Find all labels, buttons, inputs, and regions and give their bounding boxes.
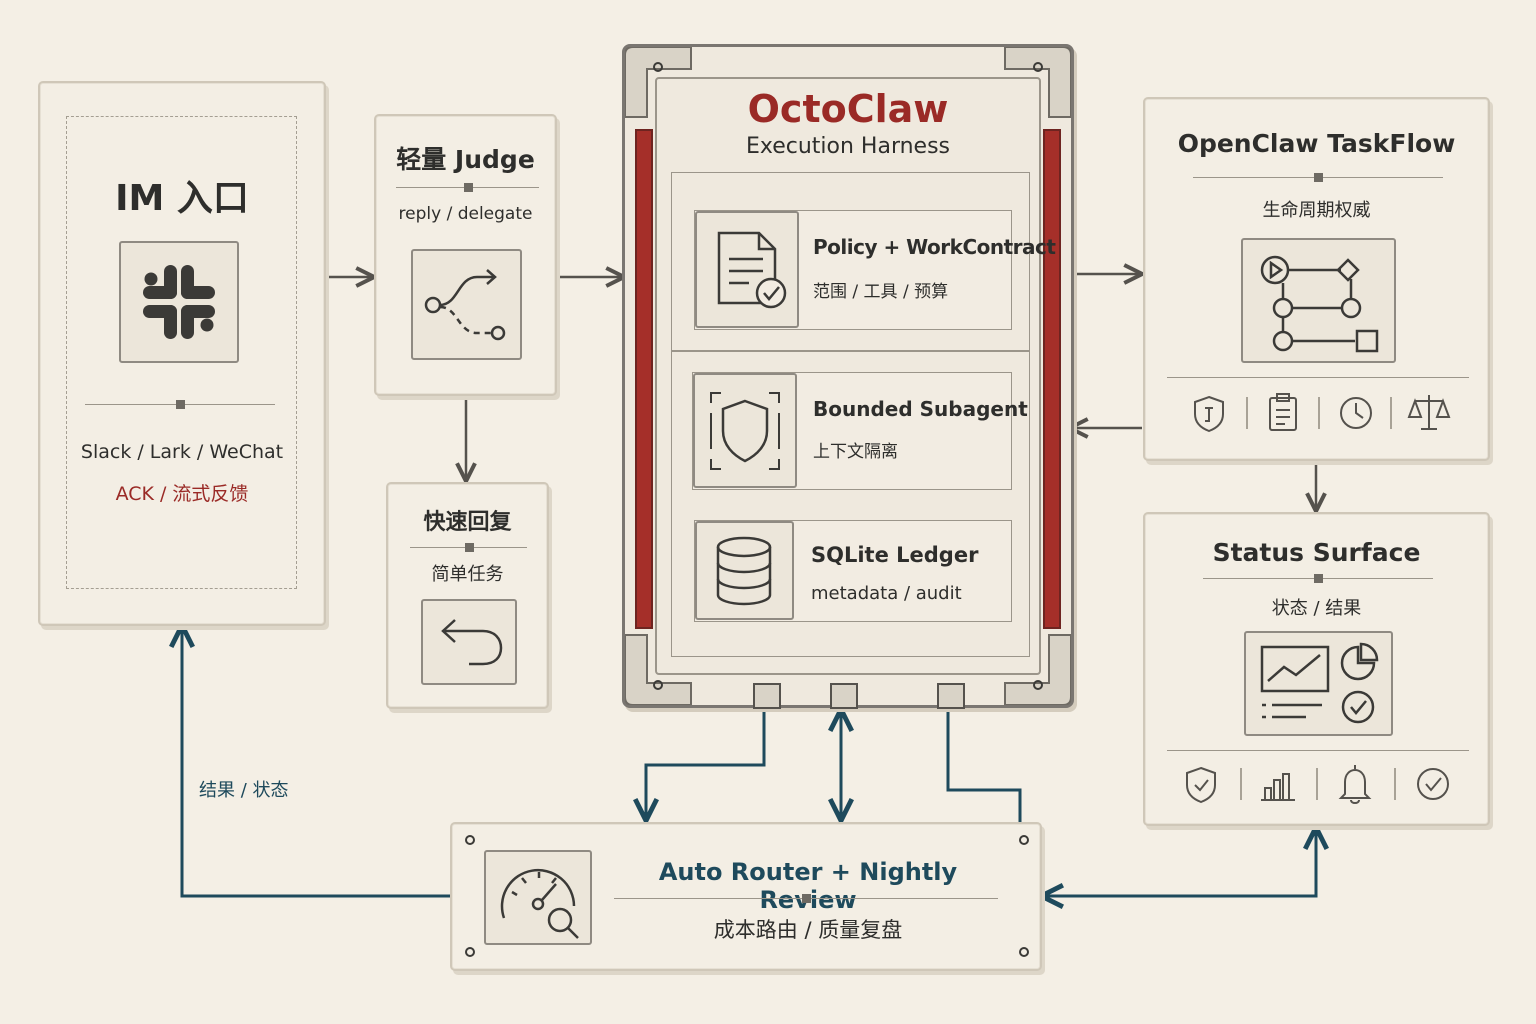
- router-title: Auto Router + Nightly Review: [658, 858, 958, 914]
- judge-panel[interactable]: 轻量 Judge reply / delegate: [374, 114, 557, 396]
- arrow-router-to-im: [182, 628, 450, 898]
- judge-subtitle: reply / delegate: [398, 204, 533, 224]
- im-entry-panel[interactable]: IM 入口 Slack / Lark / WeChat ACK / 流式反馈: [38, 81, 326, 626]
- taskflow-divider: [1193, 173, 1443, 182]
- quick-reply-title: 快速回复: [423, 510, 512, 535]
- module-divider-1: [672, 350, 1029, 352]
- module-policy-subtitle: 范围 / 工具 / 预算: [813, 282, 949, 302]
- harness-inner-frame: [655, 77, 1041, 675]
- shield-icon: [693, 373, 797, 488]
- im-entry-channels: Slack / Lark / WeChat: [80, 441, 284, 463]
- module-ledger-title: SQLite Ledger: [811, 543, 979, 567]
- router-subtitle: 成本路由 / 质量复盘: [713, 918, 903, 942]
- taskflow-panel[interactable]: OpenClaw TaskFlow 生命周期权威: [1143, 97, 1490, 461]
- connector-harness-to-router-right: [946, 706, 1022, 822]
- module-sqlite-ledger[interactable]: SQLite Ledger metadata / audit: [694, 520, 1012, 622]
- harness-right-rail: [1043, 129, 1061, 629]
- router-corner-dots: [465, 835, 1029, 957]
- im-entry-ack: ACK / 流式反馈: [115, 483, 249, 505]
- taskflow-footer-icons: [1194, 393, 1451, 433]
- database-icon: [695, 521, 794, 620]
- return-edge-label: 结果 / 状态: [199, 780, 289, 801]
- harness-port-center[interactable]: [830, 683, 858, 709]
- harness-left-rail: [635, 129, 653, 629]
- harness-port-right[interactable]: [937, 683, 965, 709]
- harness-frame[interactable]: OctoClaw Execution Harness Policy + Work…: [622, 44, 1074, 709]
- module-ledger-subtitle: metadata / audit: [811, 583, 962, 604]
- module-policy-title: Policy + WorkContract: [813, 235, 1056, 259]
- judge-divider: [396, 183, 539, 192]
- status-title: Status Surface: [1212, 538, 1421, 567]
- router-divider: [614, 894, 998, 903]
- status-divider: [1203, 574, 1433, 583]
- branch-icon: [411, 249, 522, 360]
- arrow-router-status-bidirectional: [1044, 830, 1316, 896]
- harness-port-left[interactable]: [753, 683, 781, 709]
- quick-reply-panel[interactable]: 快速回复 简单任务: [386, 482, 549, 709]
- im-entry-divider: [85, 400, 275, 409]
- im-entry-title: IM 入口: [115, 178, 249, 219]
- module-policy-workcontract[interactable]: Policy + WorkContract 范围 / 工具 / 预算: [694, 210, 1056, 330]
- taskflow-title: OpenClaw TaskFlow: [1177, 129, 1456, 158]
- slack-logo-icon: [119, 241, 239, 363]
- module-subagent-title: Bounded Subagent: [813, 397, 1028, 421]
- gauge-search-icon: [484, 850, 592, 945]
- quick-reply-divider: [410, 543, 527, 552]
- quick-reply-subtitle: 简单任务: [431, 564, 504, 585]
- status-subtitle: 状态 / 结果: [1271, 598, 1362, 619]
- status-footer-divider: [1167, 750, 1469, 751]
- harness-module-stack: Policy + WorkContract 范围 / 工具 / 预算 Bound…: [671, 172, 1056, 657]
- module-subagent-subtitle: 上下文隔离: [813, 442, 898, 462]
- dashboard-icon: [1244, 631, 1393, 736]
- harness-corner-brackets: [625, 47, 1071, 705]
- status-surface-panel[interactable]: Status Surface 状态 / 结果: [1143, 512, 1490, 826]
- auto-router-panel[interactable]: Auto Router + Nightly Review 成本路由 / 质量复盘: [450, 822, 1042, 971]
- taskflow-subtitle: 生命周期权威: [1262, 200, 1371, 221]
- judge-title: 轻量 Judge: [396, 145, 535, 174]
- module-bounded-subagent[interactable]: Bounded Subagent 上下文隔离: [692, 372, 1028, 490]
- return-arrow-icon: [421, 599, 517, 685]
- arrow-harness-to-router: [646, 706, 766, 818]
- document-check-icon: [695, 211, 799, 328]
- taskflow-footer-divider: [1167, 377, 1469, 378]
- harness-subtitle: Execution Harness: [745, 134, 951, 159]
- flow-graph-icon: [1241, 238, 1396, 363]
- im-entry-dashed-frame: [66, 116, 297, 589]
- status-footer-icons: [1186, 765, 1449, 804]
- harness-title: OctoClaw: [747, 87, 949, 131]
